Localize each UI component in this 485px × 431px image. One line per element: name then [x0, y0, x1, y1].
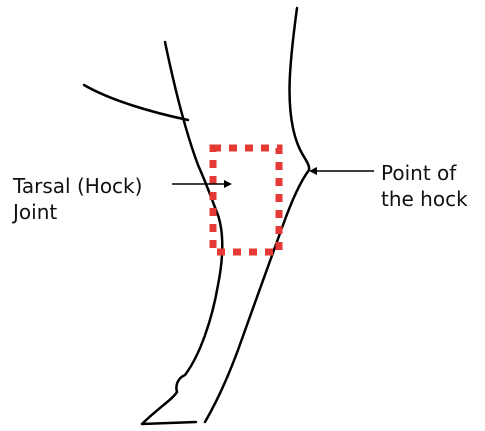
thigh-outline [84, 85, 188, 120]
point-of-hock-label-line2: the hock [381, 186, 468, 212]
leg-front-outline [142, 42, 222, 424]
tarsal-joint-label-line2: Joint [13, 199, 142, 225]
point-of-hock-label: Point of the hock [381, 160, 468, 212]
tarsal-joint-label: Tarsal (Hock) Joint [13, 173, 142, 225]
tarsal-joint-label-line1: Tarsal (Hock) [13, 173, 142, 199]
leg-back-outline [205, 8, 309, 422]
point-of-hock-label-line1: Point of [381, 160, 468, 186]
tarsal-arrow-head [224, 180, 232, 188]
